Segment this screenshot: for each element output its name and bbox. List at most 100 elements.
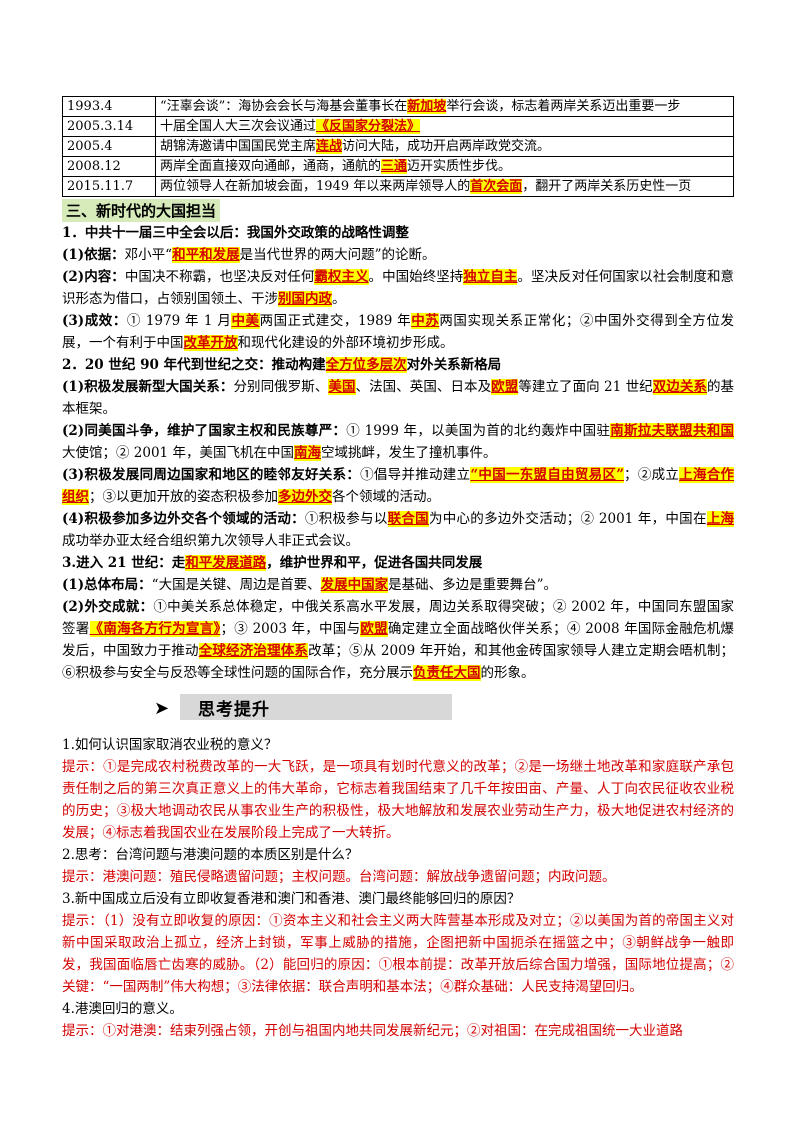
label: (3)积极发展同周边国家和地区的睦邻友好关系： xyxy=(62,467,361,483)
highlight: 和平和发展 xyxy=(172,247,240,263)
highlight: 首次会面 xyxy=(470,179,523,194)
text: ，翻开了两岸关系历史性一页 xyxy=(522,179,692,194)
highlight: 发展中国家 xyxy=(320,577,389,593)
s2-item-2: (2)同美国斗争，维护了国家主权和民族尊严：① 1999 年，以美国为首的北约轰… xyxy=(62,420,734,464)
label: (2)同美国斗争，维护了国家主权和民族尊严： xyxy=(62,423,347,439)
text: 两岸全面直接双向通邮，通商，通航的 xyxy=(160,159,382,174)
text: ①积极参与以 xyxy=(304,511,388,527)
text: 空域挑衅，发生了撞机事件。 xyxy=(320,445,497,461)
text: 。坚决反对任何国家以社会制度和意识形态为借口，占领别国领土、干涉 xyxy=(62,269,735,307)
text: 分别同俄罗斯、 xyxy=(233,379,329,395)
text: 、法国、英国、日本及 xyxy=(355,379,492,395)
highlight: 联合国 xyxy=(387,511,429,527)
s1-result: (3)成效：① 1979 年 1 月中美两国正式建交，1989 年中苏两国实现关… xyxy=(62,310,734,354)
text: ；②成立 xyxy=(624,467,680,483)
text: 各个领域的活动。 xyxy=(332,489,440,505)
highlight: 《南海各方行为宣言》 xyxy=(89,621,221,637)
highlight: 《反国家分裂法》 xyxy=(316,119,421,134)
text: 对外关系新格局 xyxy=(406,357,502,373)
s2-item-3: (3)积极发展同周边国家和地区的睦邻友好关系：①倡导并推动建立“中国一东盟自由贸… xyxy=(62,464,735,508)
think-label: 思考提升 xyxy=(198,700,270,720)
highlight: 改革开放 xyxy=(183,335,238,351)
highlight: “中国一东盟自由贸易区” xyxy=(470,467,625,483)
text: 为中心的多边外交活动；② 2001 年，中国在 xyxy=(428,511,707,527)
question: 4.港澳回归的意义。 xyxy=(62,1001,183,1017)
row-event: “汪辜会谈”：海协会会长与海基会董事长在新加坡举行会谈，标志着两岸关系迈出重要一… xyxy=(155,96,734,117)
s1-heading: 1．中共十一届三中全会以后：我国外交政策的战略性调整 xyxy=(62,225,409,241)
text: ①中美关系总体稳定，中俄关系高水平发展，周边关系取得突破；② 2002 年，中国… xyxy=(62,599,734,637)
highlight: 全方位多层次 xyxy=(325,357,407,373)
highlight: 欧盟 xyxy=(491,379,519,395)
highlight: 双边关系 xyxy=(652,379,707,395)
row-date: 2015.11.7 xyxy=(62,176,156,197)
highlight: 新加坡 xyxy=(407,99,447,114)
row-event: 胡锦涛邀请中国国民党主席连战访问大陆，成功开启两岸政党交流。 xyxy=(155,136,734,157)
cross-strait-timeline-table: 1993.4“汪辜会谈”：海协会会长与海基会董事长在新加坡举行会谈，标志着两岸关… xyxy=(62,96,734,197)
table-row: 1993.4“汪辜会谈”：海协会会长与海基会董事长在新加坡举行会谈，标志着两岸关… xyxy=(62,96,734,117)
s3-item-2: (2)外交成就：①中美关系总体稳定，中俄关系高水平发展，周边关系取得突破；② 2… xyxy=(62,596,734,684)
text: 。中国始终坚持 xyxy=(368,269,464,285)
row-date: 1993.4 xyxy=(62,96,156,117)
text: ；③ 2003 年，中国与 xyxy=(220,621,361,637)
label: (1)积极发展新型大国关系： xyxy=(62,379,234,395)
text: 成功举办亚太经合组织第九次领导人非正式会议。 xyxy=(62,533,359,549)
highlight: 中美 xyxy=(231,313,260,329)
think-banner: ➤ 思考提升 xyxy=(62,692,734,728)
text: 十届全国人大三次会议通过 xyxy=(160,119,317,134)
highlight: 中苏 xyxy=(411,313,440,329)
answer-hint: 提示：（1）没有立即收复的原因：①资本主义和社会主义两大阵营基本形成及对立；②以… xyxy=(62,913,734,995)
s1-content-label: (2)内容： xyxy=(62,269,125,285)
document-page: 1993.4“汪辜会谈”：海协会会长与海基会董事长在新加坡举行会谈，标志着两岸关… xyxy=(62,96,734,1042)
text: ① 1979 年 1 月 xyxy=(126,313,232,329)
row-date: 2005.3.14 xyxy=(62,116,156,137)
label: (2)外交成就： xyxy=(62,599,154,615)
answer-hint: 提示：①对港澳：结束列强占领，开创与祖国内地共同发展新纪元；②对祖国：在完成祖国… xyxy=(62,1023,683,1039)
text: 改革；⑤从 2009 年开始，和其他金砖国家领导人建立定期会晤机制；⑥积极参与安… xyxy=(62,643,734,681)
highlight: 全球经济治理体系 xyxy=(198,643,309,659)
highlight: 南海 xyxy=(293,445,321,461)
highlight: 连战 xyxy=(316,139,343,154)
highlight: 霸权主义 xyxy=(314,269,369,285)
s1-basis: (1)依据：邓小平“和平和发展是当代世界的两大问题”的论断。 xyxy=(62,244,734,266)
table-row: 2005.3.14 十届全国人大三次会议通过《反国家分裂法》 xyxy=(62,116,734,137)
highlight: 独立自主 xyxy=(463,269,518,285)
text: ；③以更加开放的姿态积极参加 xyxy=(89,489,278,505)
text: 2．20 世纪 90 年代到世纪之交：推动构建 xyxy=(62,357,326,373)
text: 两国正式建交，1989 年 xyxy=(259,313,412,329)
highlight: 上海 xyxy=(706,511,735,527)
text: 迈开实质性步伐。 xyxy=(407,159,512,174)
text: 确定建立全面战略伙伴关系；④ 2008 年国际金融危机爆发后，中国致力于推动 xyxy=(62,621,735,659)
text: 。 xyxy=(332,291,346,307)
qa-list: 1.如何认识国家取消农业税的意义？提示：①是完成农村税费改革的一大飞跃，是一项具… xyxy=(62,734,734,1042)
highlight: 南斯拉夫联盟共和国 xyxy=(610,423,734,439)
text: 访问大陆，成功开启两岸政党交流。 xyxy=(342,139,551,154)
highlight: 多边外交 xyxy=(278,489,332,505)
text: “大国是关键、周边是首要、 xyxy=(151,577,321,593)
text: 的基本框架。 xyxy=(62,379,735,417)
highlight: 负责任大国 xyxy=(413,665,481,681)
s3-heading: 3.进入 21 世纪：走和平发展道路，维护世界和平，促进各国共同发展 xyxy=(62,552,734,574)
s1-basis-label: (1)依据： xyxy=(62,247,125,263)
answer-hint: 提示：港澳问题：殖民侵略遗留问题；主权问题。台湾问题：解放战争遗留问题；内政问题… xyxy=(62,869,616,885)
highlight: 别国内政 xyxy=(278,291,332,307)
text: 是基础、多边是重要舞台”。 xyxy=(388,577,557,593)
highlight: 美国 xyxy=(328,379,356,395)
highlight: 欧盟 xyxy=(360,621,388,637)
arrow-icon: ➤ xyxy=(154,698,170,719)
s3-item-1: (1)总体布局：“大国是关键、周边是首要、发展中国家是基础、多边是重要舞台”。 xyxy=(62,574,734,596)
text: 邓小平“ xyxy=(124,247,173,263)
s2-heading: 2．20 世纪 90 年代到世纪之交：推动构建全方位多层次对外关系新格局 xyxy=(62,354,734,376)
text: 和现代化建设的外部环境初步形成。 xyxy=(237,335,454,351)
s2-item-4: (4)积极参加多边外交各个领域的活动：①积极参与以联合国为中心的多边外交活动；②… xyxy=(62,508,735,552)
answer-hint: 提示：①是完成农村税费改革的一大飞跃，是一项具有划时代意义的改革；②是一场继土地… xyxy=(62,759,734,841)
question: 3.新中国成立后没有立即收复香港和澳门和香港、澳门最终能够回归的原因？ xyxy=(62,891,521,907)
text: 等建立了面向 21 世纪 xyxy=(518,379,653,395)
banner-bar xyxy=(180,694,452,720)
text: 两国实现关系正常化；②中国外交得到全方位发展，一个有利于中国 xyxy=(62,313,735,351)
s2-item-1: (1)积极发展新型大国关系：分别同俄罗斯、美国、法国、英国、日本及欧盟等建立了面… xyxy=(62,376,734,420)
text: “汪辜会谈”：海协会会长与海基会董事长在 xyxy=(160,99,408,114)
question: 2.思考：台湾问题与港澳问题的本质区别是什么？ xyxy=(62,847,359,863)
text: 举行会谈，标志着两岸关系迈出重要一步 xyxy=(446,99,681,114)
label: (4)积极参加多边外交各个领域的活动： xyxy=(62,511,305,527)
